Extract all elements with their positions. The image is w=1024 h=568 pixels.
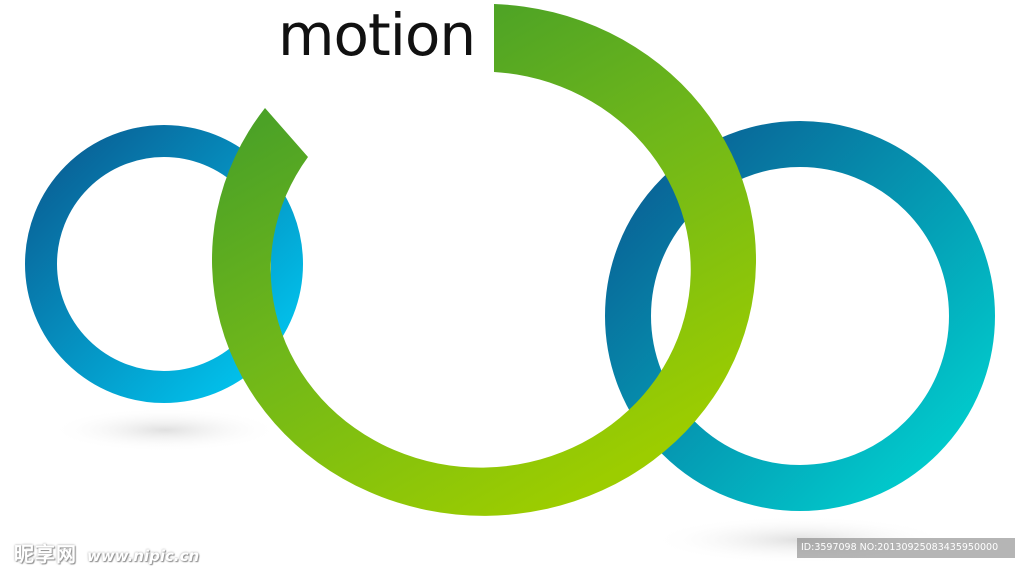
right-teal-ring bbox=[605, 121, 995, 511]
left-blue-ring bbox=[25, 125, 303, 403]
watermark-logo: 昵享网 bbox=[14, 542, 77, 566]
nipic-watermark: 昵享网 www.nipic.cn bbox=[14, 538, 199, 567]
left-ring-shadow bbox=[50, 408, 280, 452]
motion-title: motion bbox=[278, 1, 476, 69]
watermark-url: www.nipic.cn bbox=[87, 547, 200, 565]
watermark-id-badge: ID:3597098 NO:20130925083435950000 bbox=[797, 538, 1015, 558]
